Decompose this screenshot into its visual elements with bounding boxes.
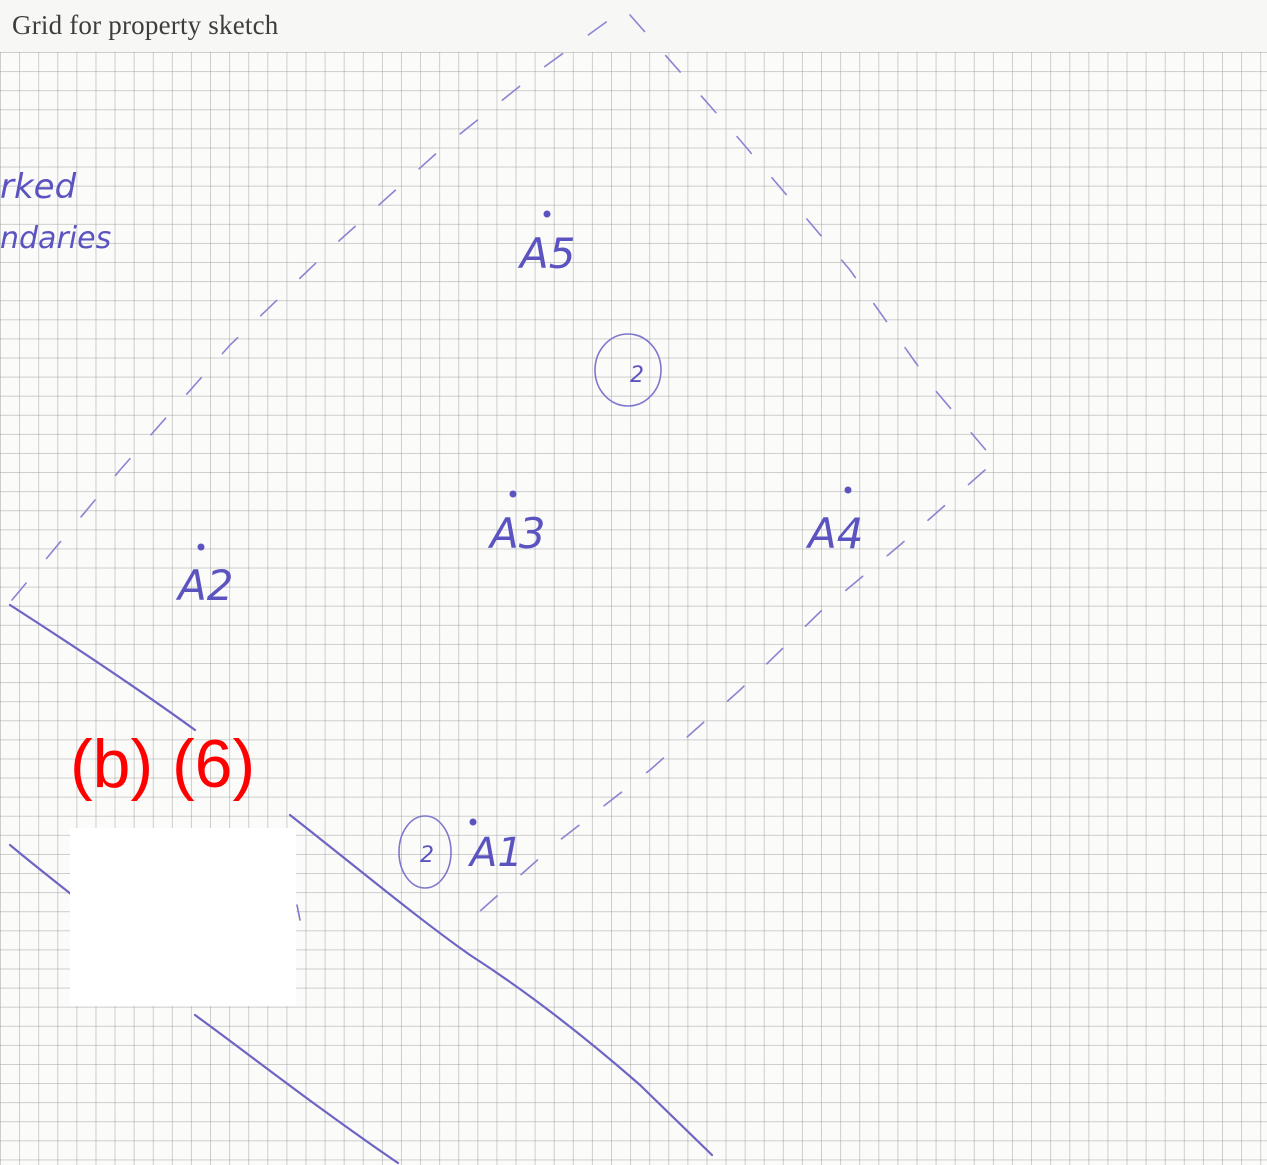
side-note-line-1: rked	[0, 167, 77, 207]
boundary-right-edge	[629, 14, 991, 456]
point-a4-dot	[844, 486, 852, 494]
circled-mark-label-2: 2	[420, 843, 434, 868]
circled-mark-label: 2	[630, 363, 644, 388]
point-a2-dot	[197, 543, 205, 551]
point-a5-label: A5	[517, 229, 575, 278]
point-a1-dot	[469, 818, 477, 826]
point-a5-dot	[543, 210, 551, 218]
road-line-middle	[288, 813, 714, 1157]
road-line-bottom	[193, 1013, 400, 1165]
road-line-upper	[8, 603, 197, 732]
page-title: Grid for property sketch	[12, 10, 279, 40]
road-tick	[296, 904, 301, 921]
boundary-left-edge	[11, 11, 621, 601]
road-line-lower	[8, 843, 74, 897]
point-a3-label: A3	[487, 509, 545, 558]
point-a2-label: A2	[175, 561, 233, 610]
circled-mark-outline	[594, 333, 662, 407]
point-a4-label: A4	[805, 509, 863, 558]
boundary-bottom-edge	[469, 469, 986, 921]
redaction-box	[70, 828, 296, 1006]
point-a1-label: A1	[467, 830, 523, 876]
point-a3-dot	[509, 490, 517, 498]
redaction-label: (b) (6)	[70, 726, 256, 802]
circled-mark-outline-2	[398, 815, 452, 889]
side-note-line-2: ndaries	[0, 221, 111, 256]
